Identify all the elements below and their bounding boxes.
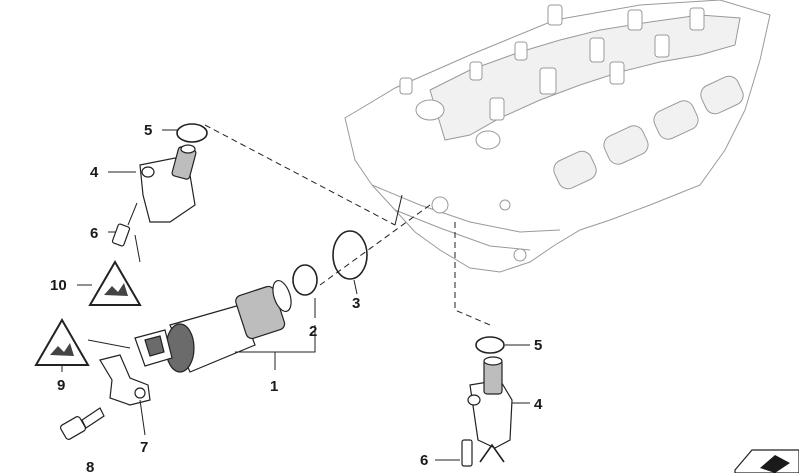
warning-triangle-upper [88, 260, 142, 306]
callout-9: 9 [57, 377, 65, 394]
callout-6-lower: 6 [420, 452, 428, 469]
callout-4-lower: 4 [534, 396, 543, 413]
callout-5-upper: 5 [144, 122, 152, 139]
callout-1: 1 [270, 378, 278, 395]
callout-4-upper: 4 [90, 164, 99, 181]
callout-6-upper: 6 [90, 225, 98, 242]
bracket [99, 354, 151, 406]
leader-lines [61, 129, 530, 461]
callout-3: 3 [352, 295, 360, 312]
o-ring-large [332, 230, 368, 280]
callout-2: 2 [309, 323, 317, 340]
arrow-icon [734, 449, 799, 473]
bolt-lower [461, 439, 505, 467]
bolt-upper [111, 202, 138, 247]
o-ring-small [292, 264, 318, 296]
callouts: 1 2 3 4 4 5 5 6 6 7 8 9 10 [50, 122, 543, 473]
callout-10: 10 [50, 277, 67, 294]
callout-5-lower: 5 [534, 337, 542, 354]
bolt-lower-left [59, 407, 105, 440]
callout-8: 8 [86, 459, 94, 473]
o-ring-upper [176, 123, 208, 143]
camshaft-sensor-upper [139, 144, 197, 223]
cylinder-head [344, 0, 771, 273]
camshaft-sensor-lower [467, 356, 513, 449]
o-ring-lower [475, 336, 505, 354]
warning-triangle-lower [34, 318, 90, 366]
callout-7: 7 [140, 439, 148, 456]
solenoid-valve [134, 279, 292, 373]
